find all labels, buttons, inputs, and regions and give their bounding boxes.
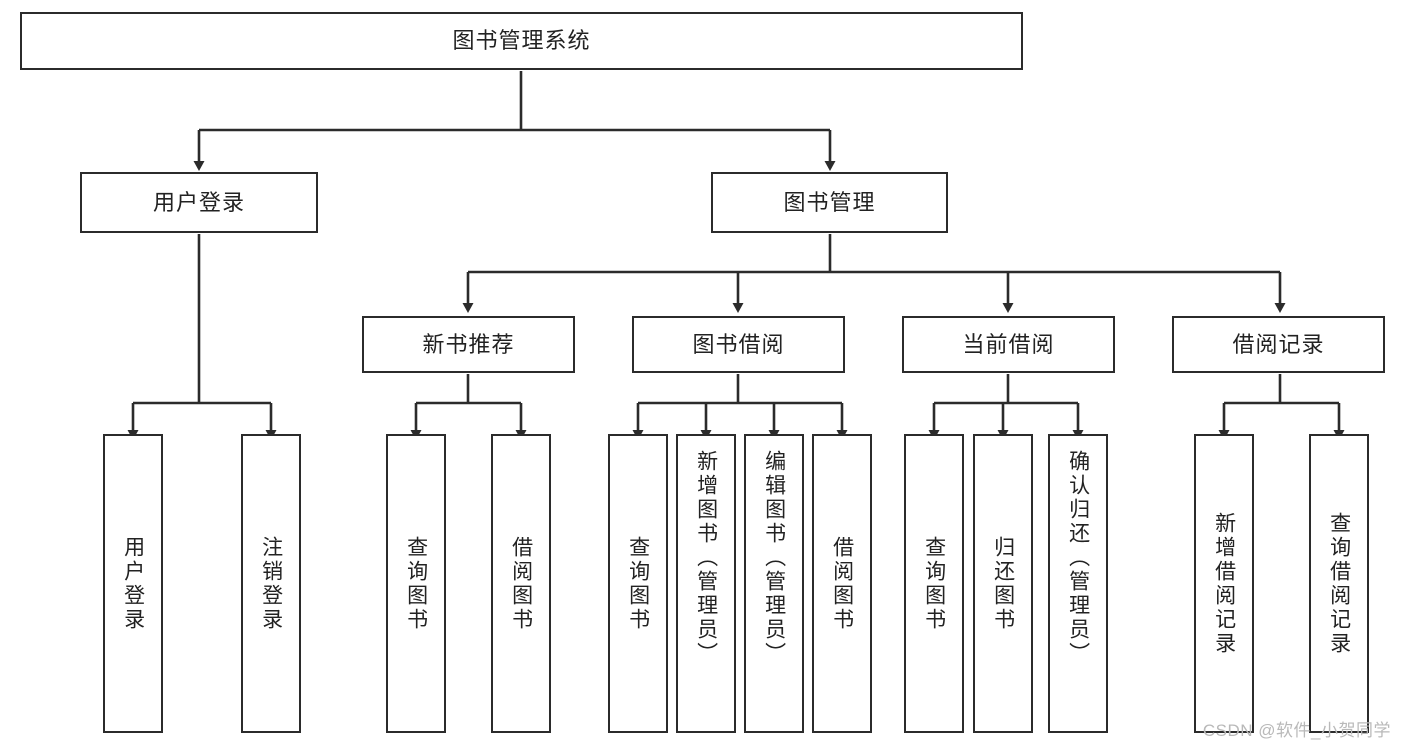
leaf-query-book-current[interactable]: 查询图书: [904, 434, 964, 733]
node-root-system[interactable]: 图书管理系统: [20, 12, 1023, 70]
edges-new-book-to-leaves: [410, 374, 527, 440]
leaf-user-login[interactable]: 用户登录: [103, 434, 163, 733]
node-label: 借阅图书: [830, 535, 854, 632]
node-borrow-record[interactable]: 借阅记录: [1172, 316, 1385, 373]
leaf-borrow-book[interactable]: 借阅图书: [812, 434, 872, 733]
node-user-login[interactable]: 用户登录: [80, 172, 318, 233]
node-label: 图书管理系统: [452, 28, 591, 54]
node-label: 确认归还（管理员）: [1066, 450, 1090, 666]
node-label: 当前借阅: [962, 331, 1055, 357]
node-label: 查询图书: [922, 535, 946, 632]
node-label: 查询图书: [626, 535, 650, 632]
node-book-management[interactable]: 图书管理: [711, 172, 948, 233]
node-label: 图书管理: [783, 189, 876, 215]
edges-user-login-to-leaves: [127, 234, 277, 440]
node-current-borrow[interactable]: 当前借阅: [902, 316, 1115, 373]
node-label: 查询借阅记录: [1327, 511, 1351, 656]
node-label: 新增图书（管理员）: [694, 450, 718, 666]
edges-borrow-record-to-leaves: [1218, 374, 1345, 440]
node-label: 借阅记录: [1232, 331, 1325, 357]
node-book-borrow[interactable]: 图书借阅: [632, 316, 845, 373]
leaf-add-borrow-record[interactable]: 新增借阅记录: [1194, 434, 1254, 733]
node-label: 新书推荐: [422, 331, 515, 357]
leaf-borrow-book-recommend[interactable]: 借阅图书: [491, 434, 551, 733]
node-label: 注销登录: [259, 535, 283, 632]
node-label: 图书借阅: [692, 331, 785, 357]
leaf-return-book[interactable]: 归还图书: [973, 434, 1033, 733]
node-label: 用户登录: [121, 535, 145, 632]
node-label: 归还图书: [991, 535, 1015, 632]
leaf-logout[interactable]: 注销登录: [241, 434, 301, 733]
node-label: 编辑图书（管理员）: [762, 450, 786, 666]
leaf-add-book-admin[interactable]: 新增图书（管理员）: [676, 434, 736, 733]
node-label: 查询图书: [404, 535, 428, 632]
node-new-book-recommend[interactable]: 新书推荐: [362, 316, 575, 373]
node-label: 新增借阅记录: [1212, 511, 1236, 656]
edges-book-mgmt-to-level3: [462, 234, 1286, 313]
leaf-query-book-recommend[interactable]: 查询图书: [386, 434, 446, 733]
leaf-query-borrow-record[interactable]: 查询借阅记录: [1309, 434, 1369, 733]
leaf-confirm-return-admin[interactable]: 确认归还（管理员）: [1048, 434, 1108, 733]
edges-current-borrow-to-leaves: [928, 374, 1084, 440]
node-label: 用户登录: [152, 189, 245, 215]
leaf-query-book[interactable]: 查询图书: [608, 434, 668, 733]
edges-book-borrow-to-leaves: [632, 374, 848, 440]
leaf-edit-book-admin[interactable]: 编辑图书（管理员）: [744, 434, 804, 733]
edges-level1-to-level2: [193, 71, 836, 171]
node-label: 借阅图书: [509, 535, 533, 632]
